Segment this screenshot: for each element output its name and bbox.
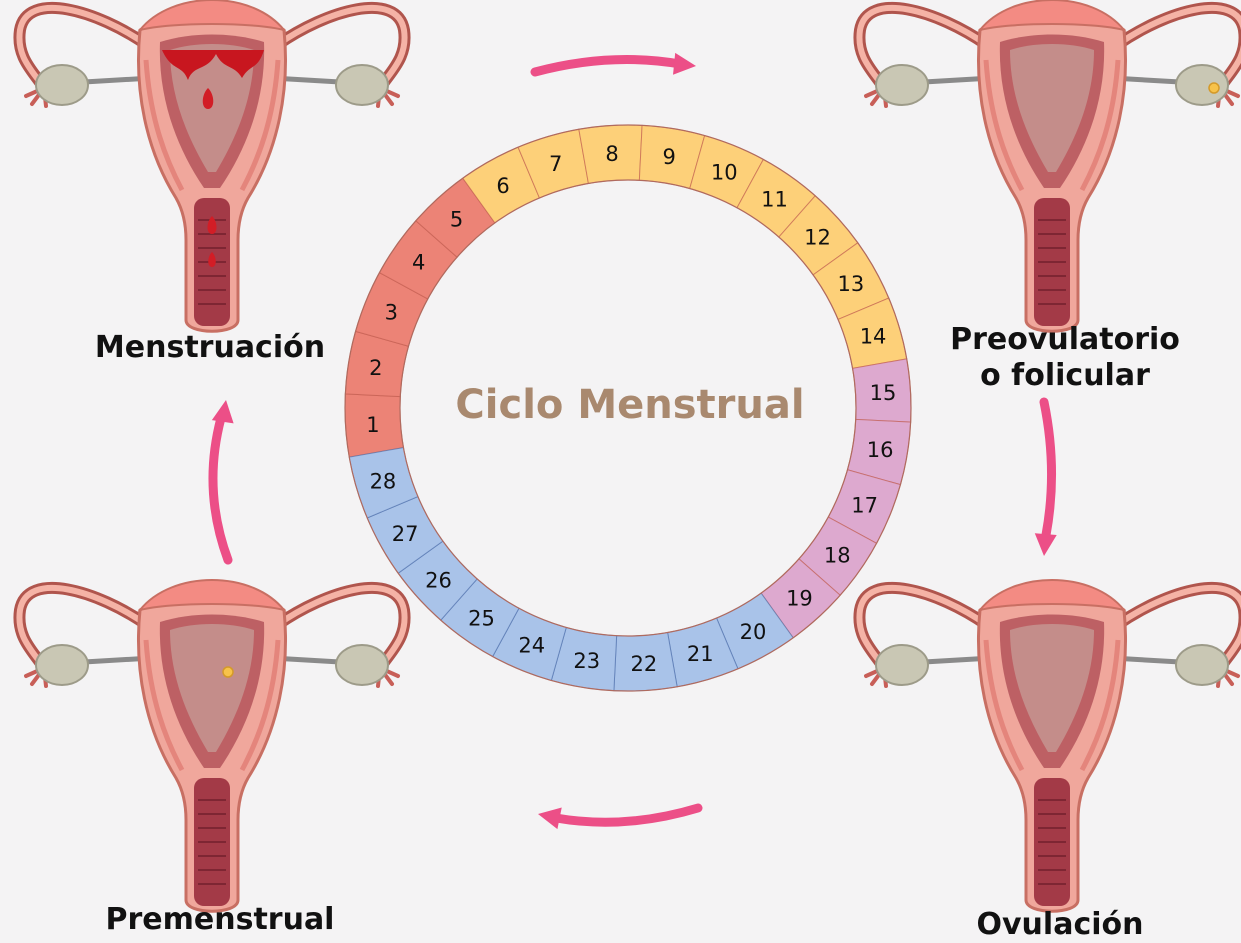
- uterus-premenstrual-icon: [19, 580, 404, 911]
- day-label-4: 4: [412, 250, 425, 274]
- arrow-right-icon: [1035, 402, 1057, 556]
- diagram-title: Ciclo Menstrual: [455, 382, 804, 428]
- day-label-7: 7: [549, 152, 562, 176]
- day-label-13: 13: [837, 272, 864, 296]
- day-label-15: 15: [870, 381, 897, 405]
- day-label-28: 28: [370, 469, 397, 493]
- day-label-20: 20: [740, 620, 767, 644]
- day-label-23: 23: [573, 649, 600, 673]
- label-menstruacion: Menstruación: [60, 330, 360, 366]
- day-label-19: 19: [786, 586, 813, 610]
- label-premenstrual: Premenstrual: [70, 902, 370, 938]
- day-label-9: 9: [663, 145, 676, 169]
- day-label-1: 1: [366, 413, 379, 437]
- day-label-16: 16: [867, 438, 894, 462]
- day-label-22: 22: [631, 652, 658, 676]
- day-label-8: 8: [605, 142, 618, 166]
- egg-icon: [1209, 83, 1219, 93]
- day-label-18: 18: [824, 544, 851, 568]
- arrow-top-icon: [535, 53, 696, 75]
- day-label-14: 14: [860, 325, 887, 349]
- day-label-10: 10: [711, 160, 738, 184]
- day-label-12: 12: [804, 226, 831, 250]
- day-label-25: 25: [468, 606, 495, 630]
- day-label-3: 3: [385, 301, 398, 325]
- uterus-preovulatory-icon: [859, 0, 1241, 331]
- label-ovulacion: Ovulación: [910, 907, 1210, 943]
- day-label-2: 2: [369, 356, 382, 380]
- arrow-left-icon: [212, 400, 234, 560]
- egg-icon: [223, 667, 233, 677]
- day-label-27: 27: [392, 522, 419, 546]
- day-label-26: 26: [425, 568, 452, 592]
- day-label-24: 24: [518, 634, 545, 658]
- uterus-menstruation-icon: [19, 0, 404, 331]
- day-label-17: 17: [851, 493, 878, 517]
- day-label-6: 6: [496, 174, 509, 198]
- day-label-5: 5: [450, 208, 463, 232]
- day-label-11: 11: [761, 188, 788, 212]
- label-preovulatorio: Preovulatorio o folicular: [915, 322, 1215, 394]
- day-label-21: 21: [687, 642, 714, 666]
- uterus-ovulation-icon: [859, 580, 1241, 911]
- arrow-bottom-icon: [538, 808, 698, 830]
